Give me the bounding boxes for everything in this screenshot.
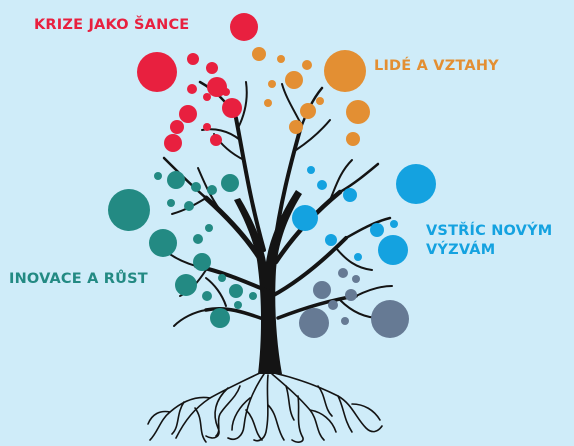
- label-inovace: INOVACE A RŮST: [9, 270, 148, 289]
- leaves-vstric: [292, 164, 436, 265]
- leaves-inovace: [108, 171, 257, 328]
- leaves-lide: [252, 47, 370, 146]
- label-krize: KRIZE JAKO ŠANCE: [34, 16, 189, 35]
- label-vstric: VSTŘÍC NOVÝM VÝZVÁM: [426, 222, 552, 260]
- label-lide: LIDÉ A VZTAHY: [374, 57, 499, 76]
- leaves-slate: [299, 268, 409, 338]
- label-vstric-line1: VSTŘÍC NOVÝM: [426, 222, 552, 241]
- label-vstric-line2: VÝZVÁM: [426, 241, 552, 260]
- tree-roots: [148, 372, 382, 442]
